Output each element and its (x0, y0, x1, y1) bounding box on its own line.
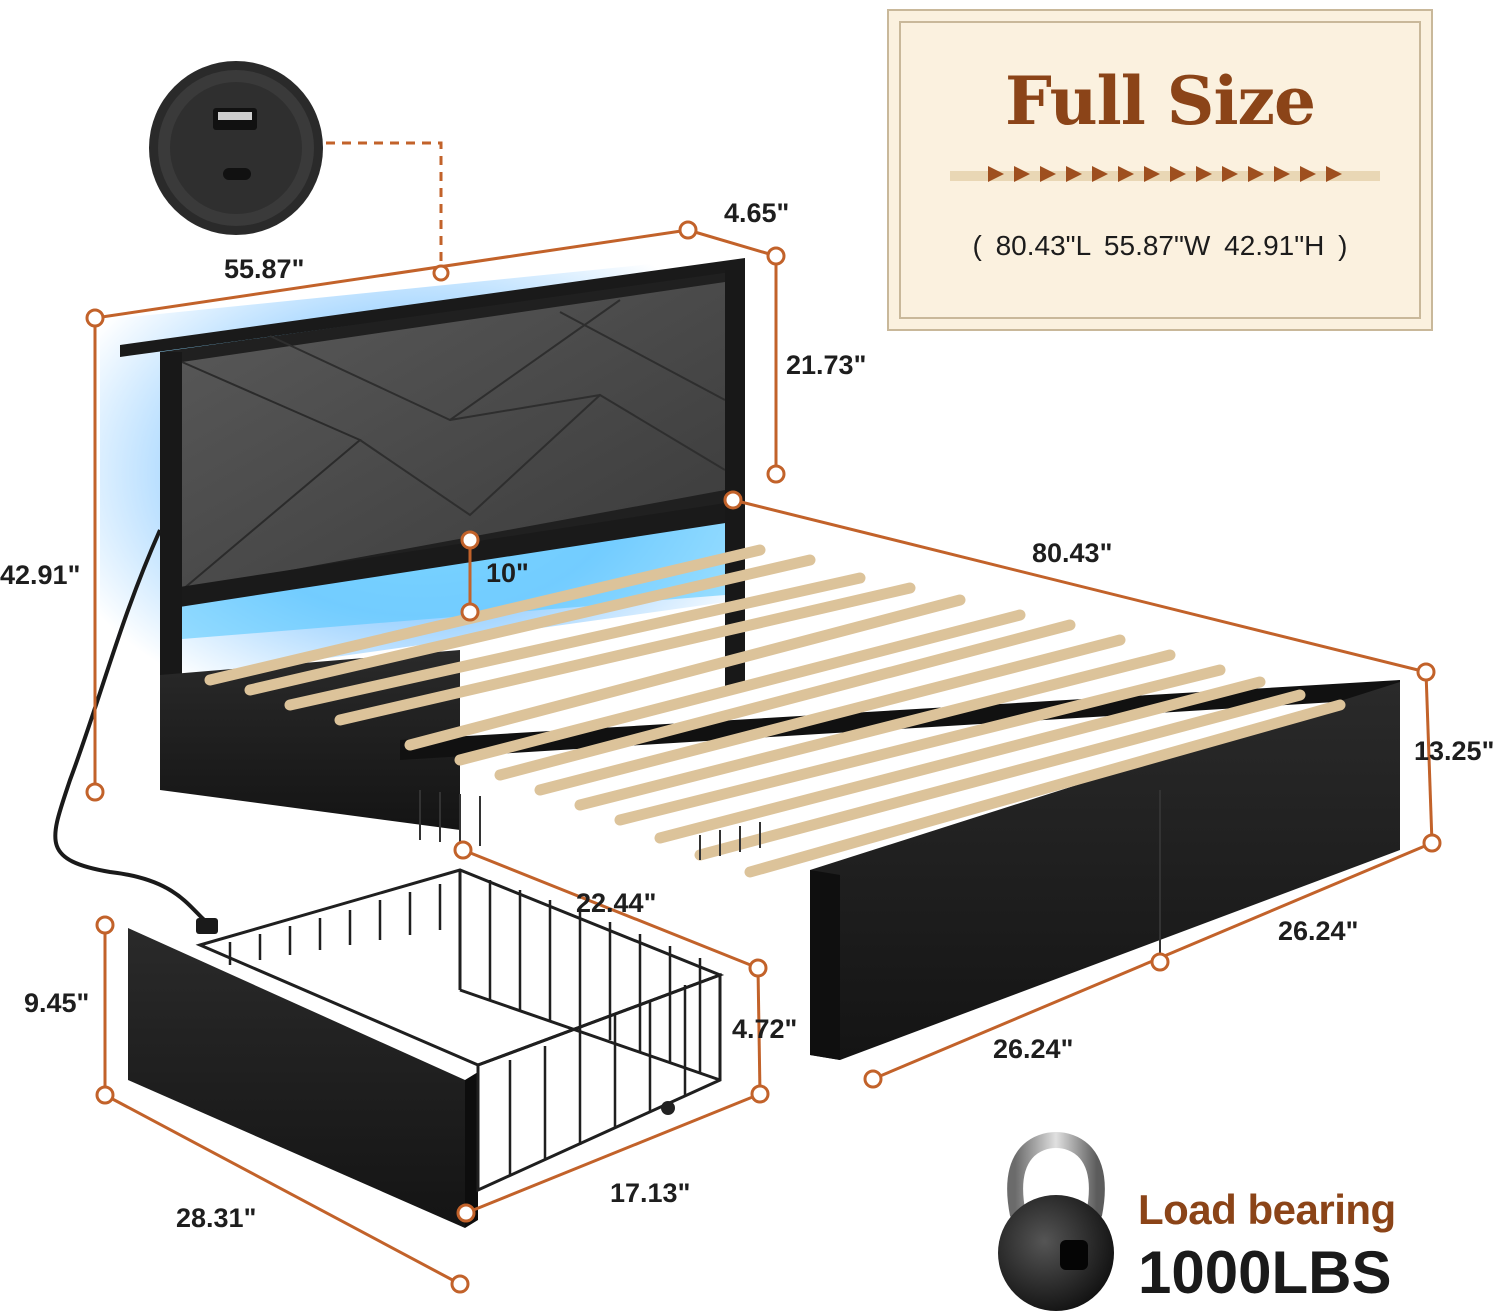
kettlebell-icon (998, 1131, 1114, 1311)
bed-slats (204, 544, 1346, 878)
drawer (128, 868, 725, 1228)
dimension-headboard-width: 55.87" (224, 254, 305, 284)
dimension-drawer-front-length: 28.31" (176, 1203, 257, 1233)
dimension-side-drawer-front: 26.24" (993, 1034, 1074, 1064)
headboard (120, 258, 745, 692)
size-panel: Full Size ( 80.43"L 55.87"W 42.91"H ) (880, 2, 1440, 342)
dimension-drawer-depth: 22.44" (576, 888, 657, 918)
dimension-drawer-basket-height: 4.72" (732, 1014, 798, 1044)
load-bearing-value: 1000LBS (1138, 1239, 1392, 1306)
dimension-frame-height: 13.25" (1414, 736, 1495, 766)
under-bed-baskets (419, 790, 761, 860)
power-cord (53, 529, 212, 927)
dimension-side-drawer-opening: 26.24" (1278, 916, 1359, 946)
usb-port-icon (149, 61, 323, 235)
load-bearing-label: Load bearing (1138, 1186, 1396, 1233)
dimension-bed-length: 80.43" (1032, 538, 1113, 568)
dimension-headboard-panel-height: 21.73" (786, 350, 867, 380)
plug-icon (196, 918, 218, 934)
dimension-headboard-gap: 10" (486, 558, 529, 588)
dimension-markers (85, 220, 1442, 1294)
dimension-total-height: 42.91" (0, 560, 81, 590)
bed-frame (160, 650, 1400, 1060)
dimension-drawer-basket-length: 17.13" (610, 1178, 691, 1208)
size-panel-frame (887, 9, 1433, 331)
arrow-row-icon (988, 166, 1342, 182)
size-title: Full Size (1004, 62, 1316, 140)
usb-leader-line (326, 141, 443, 270)
dimension-drawer-front-height: 9.45" (24, 988, 90, 1018)
size-dimensions: ( 80.43"L 55.87"W 42.91"H ) (972, 230, 1348, 261)
dimension-headboard-depth: 4.65" (724, 198, 790, 228)
